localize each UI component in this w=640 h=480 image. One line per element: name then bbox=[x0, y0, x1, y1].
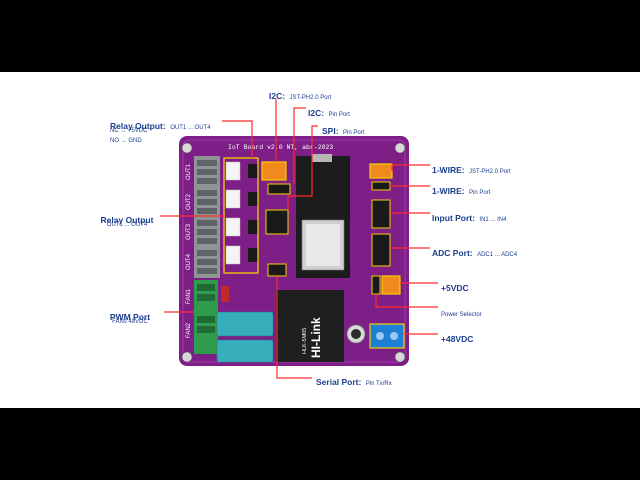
psu-brand: HI-Link bbox=[309, 317, 323, 358]
label-relay-output-mid: Relay Output bbox=[100, 215, 154, 225]
out3-label: OUT3 bbox=[186, 223, 192, 240]
label-pwm: PWM Port bbox=[109, 312, 151, 322]
i2c-pin-header bbox=[267, 183, 291, 195]
label-i2c-jst: I2C: JST-PH2.0 Port bbox=[269, 91, 332, 101]
plus48-terminal bbox=[369, 323, 405, 349]
label-relay-output-top: Relay Output: OUT1 ... OUT4 bbox=[110, 121, 211, 131]
label-spi: SPI: Pin Port bbox=[322, 126, 365, 136]
label-adc-port: ADC Port: ADC1 ... ADC4 bbox=[432, 248, 518, 258]
relay-pin-headers bbox=[248, 164, 258, 262]
board-silkscreen: IoT Board v2.0 NT, abr-2023 bbox=[228, 144, 333, 151]
label-plus5vdc: +5VDC bbox=[441, 283, 469, 293]
label-plus48vdc: +48VDC bbox=[441, 334, 474, 344]
fan2-label: FAN2 bbox=[186, 322, 192, 338]
label-input-port: Input Port: IN1 ... IN4 bbox=[432, 213, 507, 223]
i2c-jst-connector bbox=[261, 161, 287, 181]
label-relay-no: NO → GND bbox=[110, 138, 142, 144]
psu-model: HLK-5M05 bbox=[302, 328, 308, 354]
onewire-jst-connector bbox=[369, 163, 393, 179]
serial-pin-header bbox=[267, 263, 287, 277]
out2-label: OUT2 bbox=[186, 193, 192, 210]
label-serial-port: Serial Port: Pin Tx/Rx bbox=[316, 377, 392, 387]
label-power-selector: Power Selector bbox=[441, 312, 482, 318]
mounting-holes bbox=[181, 142, 406, 363]
label-i2c-pin: I2C: Pin Port bbox=[308, 108, 350, 118]
spi-pin-header bbox=[265, 209, 289, 235]
label-onewire-pin: 1-WIRE: Pin Port bbox=[432, 186, 491, 196]
label-pwm-detail: FANs 48VDC bbox=[112, 319, 148, 325]
fan1-label: FAN1 bbox=[186, 288, 192, 304]
callout-lines bbox=[160, 99, 438, 379]
label-relay-nc: NC → +5VDC bbox=[110, 128, 148, 134]
diagram-canvas: IoT Board v2.0 NT, abr-2023 OUT1 OUT2 OU… bbox=[0, 72, 640, 408]
board-illustration: IoT Board v2.0 NT, abr-2023 OUT1 OUT2 OU… bbox=[160, 99, 438, 379]
onewire-pin-header bbox=[371, 181, 391, 191]
adc-port-header bbox=[371, 233, 391, 267]
relay-jst-connectors bbox=[225, 161, 241, 265]
psu-module: HI-Link HLK-5M05 bbox=[276, 290, 344, 362]
out1-label: OUT1 bbox=[186, 163, 192, 180]
esp32-module bbox=[296, 154, 350, 278]
out4-label: OUT4 bbox=[186, 253, 192, 270]
input-port-header bbox=[371, 199, 391, 229]
relay-terminal-blocks bbox=[194, 156, 220, 278]
relay-modules bbox=[216, 311, 274, 363]
pwm-terminal-blocks bbox=[194, 280, 218, 354]
label-onewire-jst: 1-WIRE: JST-PH2.0 Port bbox=[432, 165, 511, 175]
label-relay-output-mid-detail: OUT1 ... OUT4 bbox=[106, 222, 148, 228]
power-selector-jumper bbox=[371, 275, 381, 295]
plus5-jst-connector bbox=[381, 275, 401, 295]
